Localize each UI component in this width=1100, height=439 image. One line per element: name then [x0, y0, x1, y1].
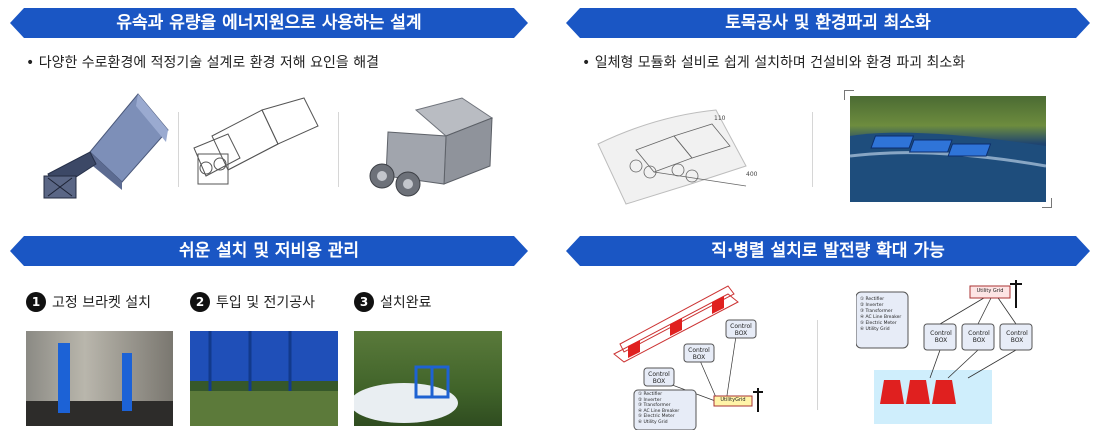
step-label: 고정 브라켓 설치 — [52, 295, 152, 311]
number-badge-icon: 1 — [26, 292, 46, 312]
svg-text:400: 400 — [746, 171, 758, 178]
corner-mark-top-left — [844, 90, 854, 100]
legend-item: ① Rectifier — [860, 297, 885, 302]
step-label: 설치완료 — [380, 295, 432, 311]
banner-install-title: 쉬운 설치 및 저비용 관리 — [178, 241, 360, 261]
legend-item: ④ AC Line Breaker — [638, 408, 680, 414]
banner-energy-title: 유속과 유량을 에너지원으로 사용하는 설계 — [116, 13, 422, 33]
turbine-grey-render — [369, 97, 494, 197]
control-box-label: Control BOX — [688, 347, 710, 361]
series-install-diagram — [613, 285, 763, 430]
legend-item: ⑤ Electric Meter — [860, 321, 897, 326]
banner-install: 쉬운 설치 및 저비용 관리 — [10, 236, 528, 266]
legend-parallel: ① Rectifier ② Inverter ③ Transformer ④ A… — [860, 297, 910, 333]
banner-parallel-title: 직·병렬 설치로 발전량 확대 가능 — [711, 241, 945, 261]
bullet-energy: • 다양한 수로환경에 적정기술 설계로 환경 저해 요인을 해결 — [26, 55, 379, 71]
bullet-civil: • 일체형 모듈화 설비로 쉽게 설치하며 건설비와 환경 파괴 최소화 — [582, 55, 966, 71]
legend-item: ① Rectifier — [638, 392, 663, 397]
number-badge-icon: 2 — [190, 292, 210, 312]
legend-item: ⑤ Electric Meter — [638, 414, 675, 419]
utility-grid-label: UtilityGrid — [720, 397, 746, 403]
legend-item: ⑥ Utility Grid — [860, 327, 890, 332]
control-box-label: Control BOX — [1006, 330, 1028, 344]
banner-parallel: 직·병렬 설치로 발전량 확대 가능 — [566, 236, 1090, 266]
legend-series: ① Rectifier ② Inverter ③ Transformer ④ A… — [638, 392, 696, 425]
control-box-label: Control BOX — [648, 371, 670, 385]
control-box-label: Control BOX — [968, 330, 990, 344]
module-patent-sketch: 110 400 — [597, 109, 758, 205]
photo-install-complete — [354, 331, 502, 426]
photo-electrical-work — [190, 331, 338, 426]
divider-energy-1 — [178, 112, 179, 187]
legend-item: ③ Transformer — [860, 309, 893, 314]
river-module-render — [850, 96, 1046, 202]
divider-parallel — [817, 320, 818, 410]
turbine-line-drawing — [193, 97, 319, 185]
banner-energy-design: 유속과 유량을 에너지원으로 사용하는 설계 — [10, 8, 528, 38]
legend-item: ④ AC Line Breaker — [860, 315, 902, 320]
legend-item: ③ Transformer — [638, 403, 671, 408]
control-box-label: Control BOX — [930, 330, 952, 344]
utility-grid-label: Utility Grid — [976, 288, 1004, 294]
funnel-turbine-render — [43, 93, 169, 199]
photo-bracket-install — [26, 331, 173, 426]
step-label: 투입 및 전기공사 — [216, 295, 316, 311]
divider-energy-2 — [338, 112, 339, 187]
svg-text:110: 110 — [714, 115, 726, 122]
banner-civil-title: 토목공사 및 환경파괴 최소화 — [725, 13, 931, 33]
install-step-1: 1 고정 브라켓 설치 — [26, 292, 151, 312]
banner-civil: 토목공사 및 환경파괴 최소화 — [566, 8, 1090, 38]
install-step-3: 3 설치완료 — [354, 292, 432, 312]
divider-civil — [812, 112, 813, 187]
parallel-install-diagram — [856, 280, 1033, 424]
corner-mark-bottom-right — [1042, 198, 1052, 208]
control-box-label: Control BOX — [730, 323, 752, 337]
legend-item: ② Inverter — [638, 397, 662, 403]
number-badge-icon: 3 — [354, 292, 374, 312]
legend-item: ⑥ Utility Grid — [638, 419, 668, 425]
install-step-2: 2 투입 및 전기공사 — [190, 292, 315, 312]
legend-item: ② Inverter — [860, 303, 884, 308]
